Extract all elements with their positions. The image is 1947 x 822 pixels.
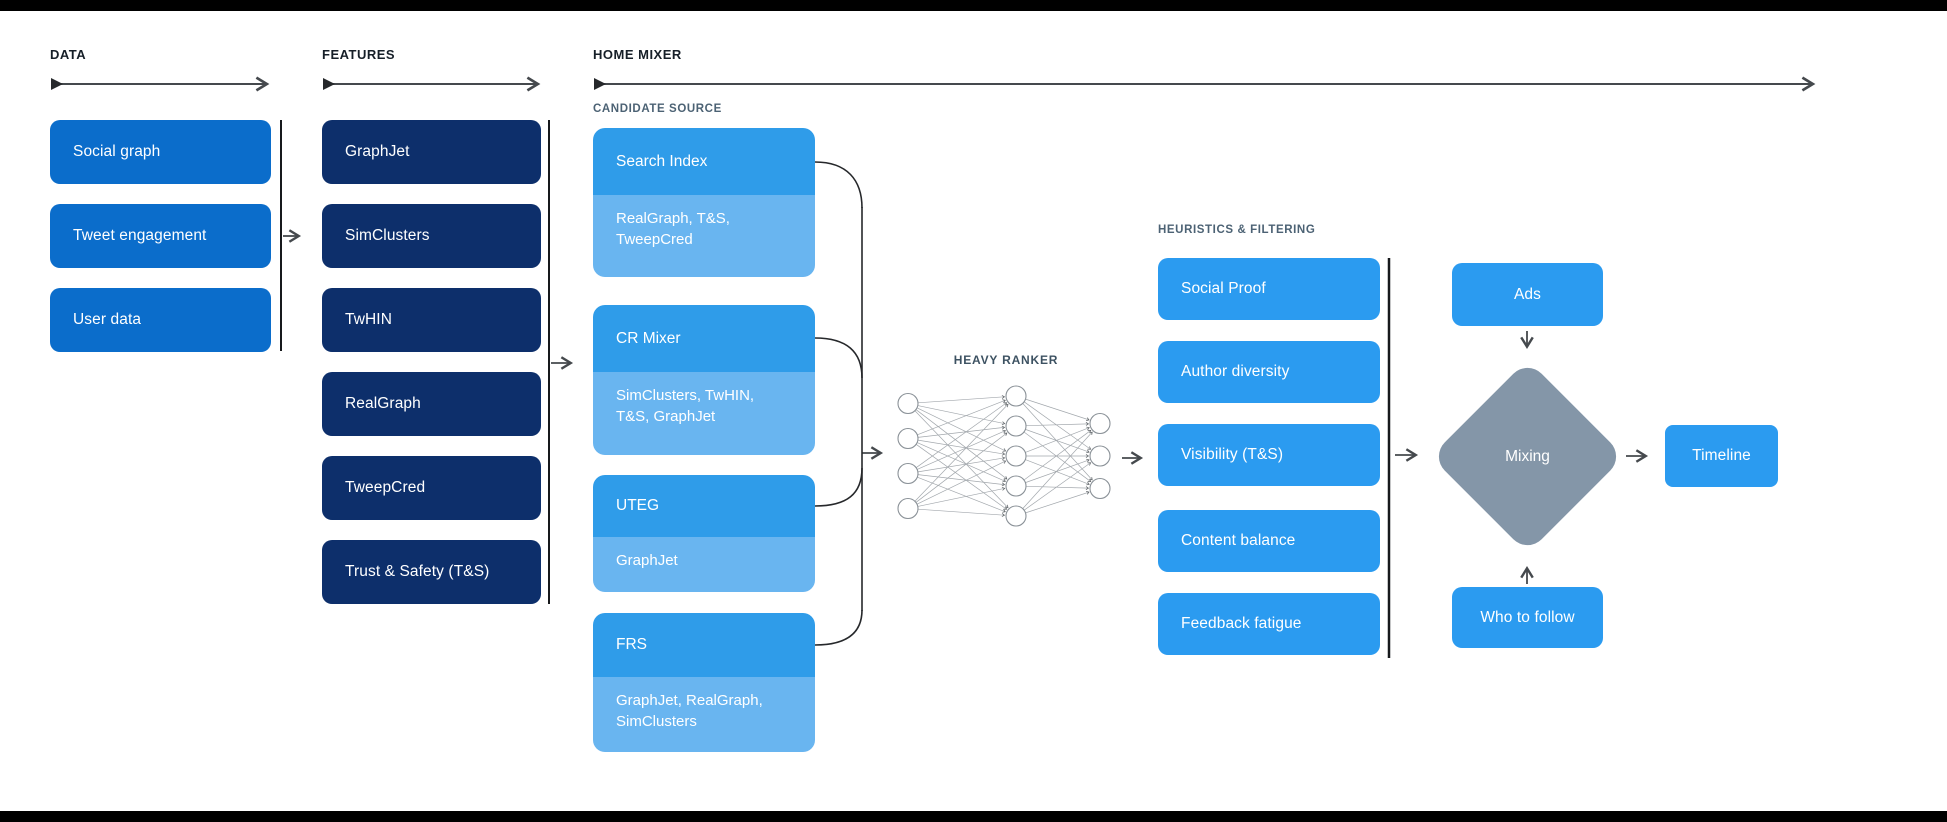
candidate-sub: GraphJet, RealGraph, SimClusters <box>593 677 815 752</box>
node-content-balance: Content balance <box>1158 510 1380 572</box>
node-social-graph: Social graph <box>50 120 271 184</box>
node-ads: Ads <box>1452 263 1603 326</box>
candidate-group-search-index: Search Index RealGraph, T&S, TweepCred <box>593 128 815 277</box>
node-twhin: TwHIN <box>322 288 541 352</box>
node-author-diversity: Author diversity <box>1158 341 1380 403</box>
candidate-source-label: CANDIDATE SOURCE <box>593 103 722 115</box>
candidate-title: CR Mixer <box>593 305 815 372</box>
node-tweet-engagement: Tweet engagement <box>50 204 271 268</box>
node-who-to-follow: Who to follow <box>1452 587 1603 648</box>
heuristics-filtering-label: HEURISTICS & FILTERING <box>1158 224 1316 236</box>
node-visibility: Visibility (T&S) <box>1158 424 1380 486</box>
top-black-bar <box>0 0 1947 11</box>
candidate-sub: RealGraph, T&S, TweepCred <box>593 195 815 277</box>
heavy-ranker-network <box>897 385 1111 527</box>
node-tweepcred: TweepCred <box>322 456 541 520</box>
candidate-title: Search Index <box>593 128 815 195</box>
node-trust-safety: Trust & Safety (T&S) <box>322 540 541 604</box>
mixing-label: Mixing <box>1505 447 1550 465</box>
node-feedback-fatigue: Feedback fatigue <box>1158 593 1380 655</box>
candidate-sub: GraphJet <box>593 537 815 592</box>
node-realgraph: RealGraph <box>322 372 541 436</box>
node-simclusters: SimClusters <box>322 204 541 268</box>
candidate-title: FRS <box>593 613 815 677</box>
node-user-data: User data <box>50 288 271 352</box>
collector-curve-uteg <box>814 467 863 507</box>
node-social-proof: Social Proof <box>1158 258 1380 320</box>
candidate-group-uteg: UTEG GraphJet <box>593 475 815 592</box>
features-column-header: FEATURES <box>322 47 396 62</box>
collector-curve-frs <box>814 609 863 646</box>
bottom-black-bar <box>0 811 1947 822</box>
heavy-ranker-label: HEAVY RANKER <box>953 353 1059 367</box>
candidate-sub: SimClusters, TwHIN, T&S, GraphJet <box>593 372 815 455</box>
node-timeline: Timeline <box>1665 425 1778 487</box>
data-column-header: DATA <box>50 47 87 62</box>
candidate-group-frs: FRS GraphJet, RealGraph, SimClusters <box>593 613 815 752</box>
home-mixer-header: HOME MIXER <box>593 47 682 62</box>
collector-curve-cr-mixer <box>814 337 863 379</box>
collector-curve-search-index <box>814 161 863 209</box>
candidate-group-cr-mixer: CR Mixer SimClusters, TwHIN, T&S, GraphJ… <box>593 305 815 455</box>
candidate-title: UTEG <box>593 475 815 537</box>
node-graphjet: GraphJet <box>322 120 541 184</box>
